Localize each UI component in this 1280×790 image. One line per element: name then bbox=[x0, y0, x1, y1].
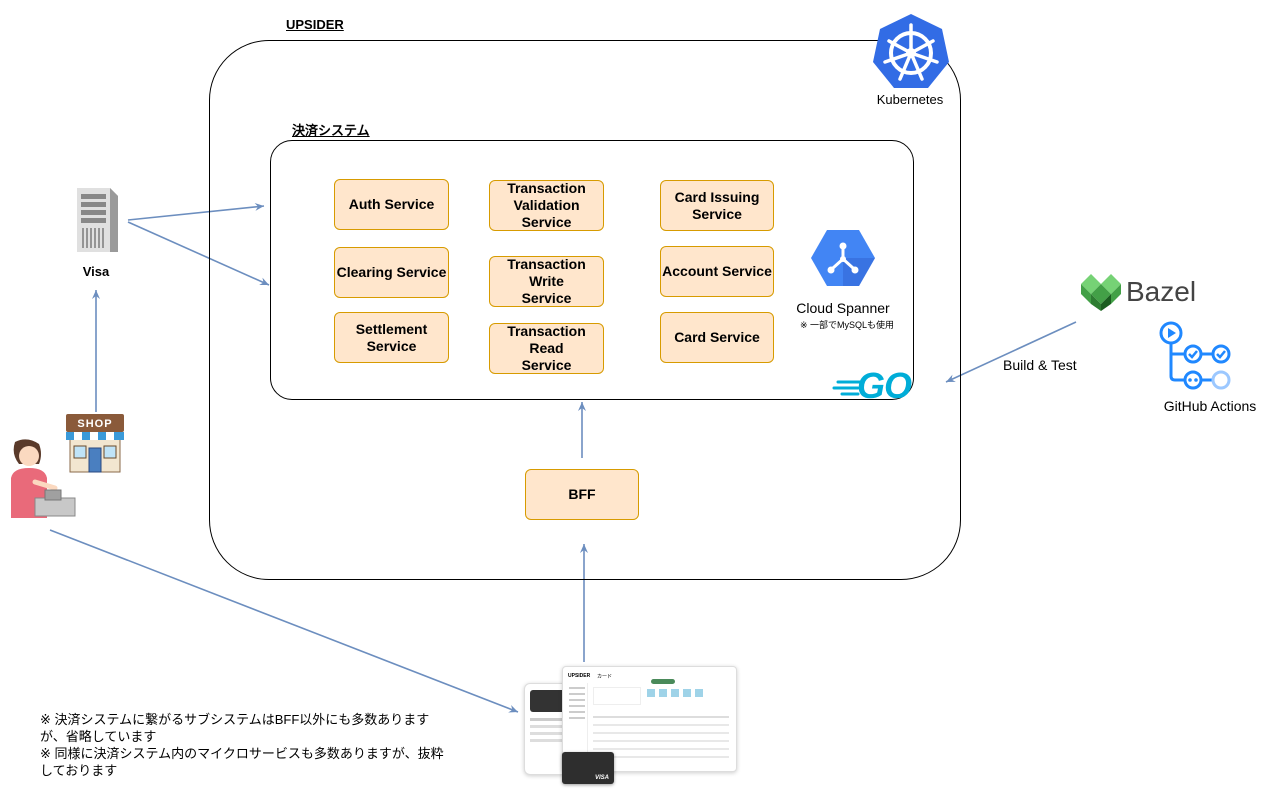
payment-system-label: 決済システム bbox=[292, 123, 370, 138]
kubernetes-label: Kubernetes bbox=[876, 92, 944, 107]
bazel-label: Bazel bbox=[1126, 276, 1197, 307]
go-icon bbox=[832, 368, 932, 408]
shop-icon bbox=[62, 412, 128, 474]
corporate-card: VISA bbox=[562, 752, 614, 784]
app-logo: UPSIDER bbox=[568, 673, 591, 679]
edge-customer-to-app bbox=[49, 529, 519, 713]
kubernetes-icon bbox=[870, 12, 952, 92]
build-test-label: Build & Test bbox=[1003, 357, 1077, 373]
visa-label: Visa bbox=[82, 264, 110, 279]
app-page-title: カード bbox=[597, 674, 613, 680]
shop-sign-text: SHOP bbox=[77, 418, 113, 430]
settlement-service[interactable]: Settlement Service bbox=[334, 312, 449, 363]
server-icon bbox=[72, 186, 120, 254]
transaction-read-service[interactable]: Transaction Read Service bbox=[489, 323, 604, 374]
card-service[interactable]: Card Service bbox=[660, 312, 774, 363]
edge-visa-to-payment-top bbox=[127, 202, 265, 221]
cloud-spanner-note: ※ 一部でMySQLも使用 bbox=[800, 320, 895, 330]
github-actions-label: GitHub Actions bbox=[1163, 398, 1257, 414]
edge-build-to-go bbox=[945, 321, 1077, 383]
auth-service[interactable]: Auth Service bbox=[334, 179, 449, 230]
app-sidebar bbox=[567, 683, 588, 767]
card-issuing-service[interactable]: Card Issuing Service bbox=[660, 180, 774, 231]
account-service[interactable]: Account Service bbox=[660, 246, 774, 297]
card-brand-text: VISA bbox=[594, 775, 609, 781]
footnote-line-2: が、省略しています bbox=[40, 729, 157, 744]
mobile-card-preview bbox=[530, 690, 570, 712]
customer-icon bbox=[5, 438, 77, 520]
clearing-service[interactable]: Clearing Service bbox=[334, 247, 449, 298]
footnote-line-4: しております bbox=[40, 763, 118, 778]
go-logo-text: GO bbox=[857, 365, 912, 406]
github-actions-icon bbox=[1158, 320, 1234, 392]
cloud-spanner-icon bbox=[810, 228, 876, 288]
footnotes: ※ 決済システムに繋がるサブシステムはBFF以外にも多数あります が、省略してい… bbox=[40, 711, 500, 779]
cloud-spanner-label: Cloud Spanner bbox=[796, 300, 890, 316]
footnote-line-1: ※ 決済システムに繋がるサブシステムはBFF以外にも多数あります bbox=[40, 712, 430, 727]
footnote-line-3: ※ 同様に決済システム内のマイクロサービスも多数ありますが、抜粋 bbox=[40, 746, 444, 761]
edge-visa-to-payment-bottom bbox=[127, 221, 270, 286]
upsider-container bbox=[209, 40, 961, 580]
transaction-validation-service[interactable]: Transaction Validation Service bbox=[489, 180, 604, 231]
bazel-icon bbox=[1080, 272, 1122, 312]
app-table bbox=[593, 711, 729, 761]
bff-service[interactable]: BFF bbox=[525, 469, 639, 520]
transaction-write-service[interactable]: Transaction Write Service bbox=[489, 256, 604, 307]
upsider-container-label: UPSIDER bbox=[286, 17, 344, 32]
